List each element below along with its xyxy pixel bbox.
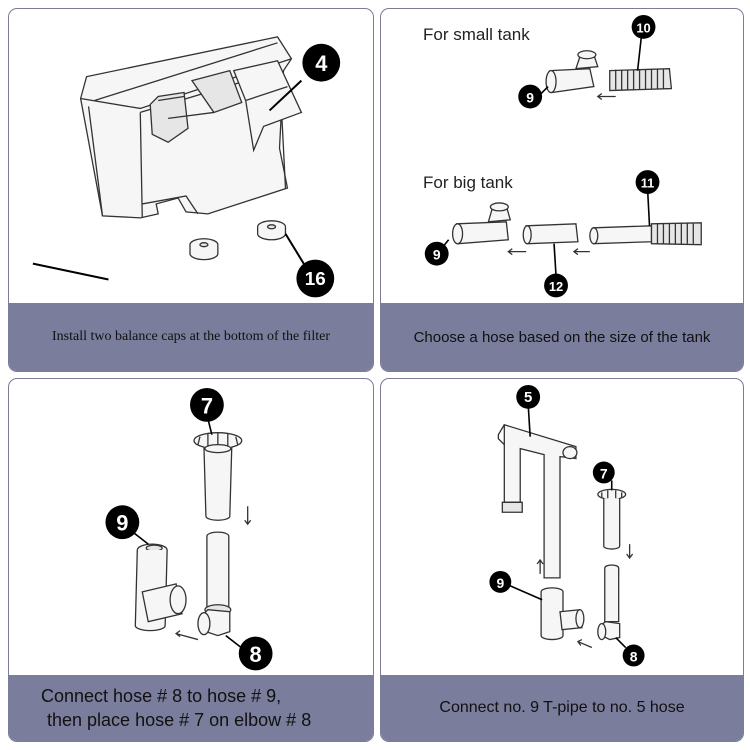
badge-part-9-big: 9 bbox=[424, 241, 449, 266]
caption-band: Install two balance caps at the bottom o… bbox=[9, 303, 373, 371]
svg-text:7: 7 bbox=[600, 465, 608, 481]
svg-text:11: 11 bbox=[641, 176, 655, 191]
svg-text:9: 9 bbox=[433, 247, 441, 263]
badge-part-8: 8 bbox=[622, 644, 645, 667]
badge-part-4: 4 bbox=[302, 43, 341, 82]
badge-part-11: 11 bbox=[635, 170, 660, 194]
badge-part-10: 10 bbox=[631, 14, 656, 39]
svg-text:8: 8 bbox=[630, 648, 638, 664]
svg-text:7: 7 bbox=[201, 393, 213, 418]
svg-text:5: 5 bbox=[524, 390, 532, 406]
badge-part-7: 7 bbox=[592, 461, 615, 484]
step-caption: Install two balance caps at the bottom o… bbox=[52, 329, 330, 344]
step-caption-line-1: Connect hose # 8 to hose # 9, bbox=[41, 686, 282, 706]
step-caption: Connect no. 9 T-pipe to no. 5 hose bbox=[439, 699, 685, 716]
step-panel-connect-tpipe: 5 7 9 8 Connect no. 9 T-pipe to no. 5 ho… bbox=[380, 378, 744, 742]
step-caption: Choose a hose based on the size of the t… bbox=[413, 328, 711, 346]
hose-options-illustration: 10 9 11 bbox=[424, 14, 743, 298]
svg-text:8: 8 bbox=[250, 642, 262, 667]
svg-text:9: 9 bbox=[496, 575, 504, 591]
filter-box-illustration: 4 16 bbox=[9, 9, 341, 298]
step-panel-connect-hoses: 7 9 8 Connect hose # 8 to hose # 9, then… bbox=[8, 378, 374, 742]
caption-band: Connect hose # 8 to hose # 9, then place… bbox=[9, 675, 373, 741]
svg-text:9: 9 bbox=[116, 511, 128, 536]
badge-part-9: 9 bbox=[489, 570, 512, 593]
big-tank-label: For big tank bbox=[423, 173, 513, 192]
svg-text:10: 10 bbox=[636, 20, 650, 35]
tpipe-connection-illustration: 5 7 9 8 bbox=[489, 384, 645, 667]
svg-text:12: 12 bbox=[549, 279, 563, 294]
svg-text:16: 16 bbox=[305, 269, 326, 290]
badge-part-9: 9 bbox=[105, 505, 140, 540]
step-panel-balance-caps: 4 16 Install two balance caps at the bot… bbox=[8, 8, 374, 372]
badge-part-16: 16 bbox=[296, 259, 335, 298]
caption-band: Connect no. 9 T-pipe to no. 5 hose bbox=[381, 675, 743, 741]
small-tank-label: For small tank bbox=[423, 25, 530, 44]
svg-text:4: 4 bbox=[315, 51, 328, 76]
badge-part-7: 7 bbox=[190, 387, 224, 422]
step-panel-choose-hose: For small tank For big tank 10 9 bbox=[380, 8, 744, 372]
badge-part-5: 5 bbox=[516, 384, 541, 409]
step-caption-line-2: then place hose # 7 on elbow # 8 bbox=[47, 710, 312, 730]
badge-part-9-small: 9 bbox=[518, 84, 543, 109]
hose-connection-illustration: 7 9 8 bbox=[105, 387, 273, 671]
svg-text:9: 9 bbox=[526, 90, 534, 106]
badge-part-12: 12 bbox=[544, 273, 568, 298]
caption-band: Choose a hose based on the size of the t… bbox=[381, 303, 743, 371]
badge-part-8: 8 bbox=[238, 636, 273, 671]
